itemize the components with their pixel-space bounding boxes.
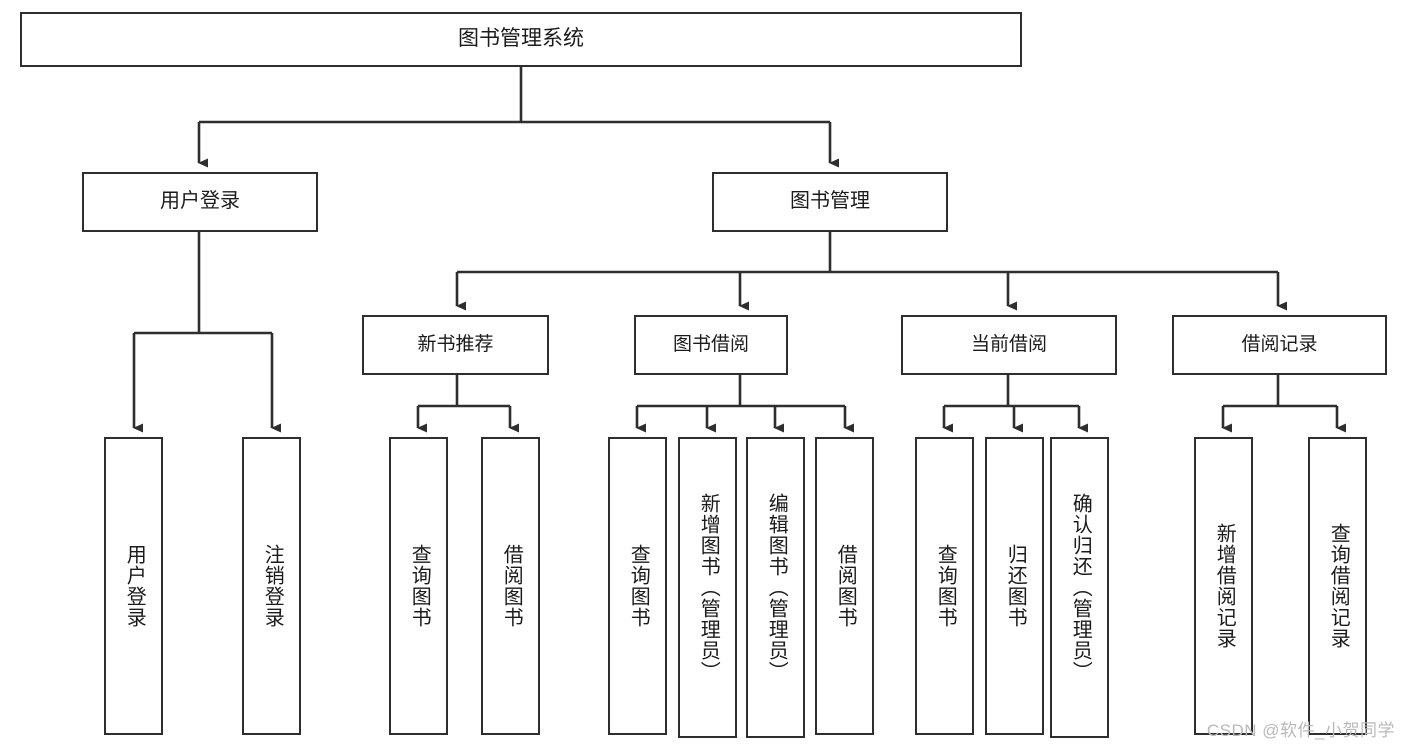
node-level1-0[interactable]: 用户登录 (82, 172, 318, 232)
node-leaf-1[interactable]: 注销登录 (242, 437, 301, 735)
node-leaf-0[interactable]: 用户登录 (104, 437, 163, 735)
node-level2-1[interactable]: 图书借阅 (634, 315, 788, 375)
node-label: 图书管理 (790, 190, 870, 213)
node-label: 确认归还（管理员） (1069, 493, 1092, 682)
node-label: 注销登录 (261, 544, 284, 628)
node-level2-0[interactable]: 新书推荐 (362, 315, 549, 375)
node-leaf-2[interactable]: 查询图书 (389, 437, 448, 735)
node-label: 用户登录 (160, 190, 240, 213)
node-leaf-11[interactable]: 新增借阅记录 (1194, 437, 1253, 735)
node-label: 查询借阅记录 (1327, 523, 1350, 649)
node-label: 当前借阅 (970, 333, 1047, 355)
node-leaf-12[interactable]: 查询借阅记录 (1308, 437, 1367, 735)
node-label: 借阅图书 (834, 544, 857, 628)
node-label: 查询图书 (627, 544, 650, 628)
node-label: 归还图书 (1004, 544, 1027, 628)
node-level2-2[interactable]: 当前借阅 (901, 315, 1117, 375)
node-leaf-4[interactable]: 查询图书 (608, 437, 667, 735)
node-leaf-6[interactable]: 编辑图书（管理员） (746, 437, 805, 738)
node-label: 借阅记录 (1241, 333, 1318, 355)
node-leaf-8[interactable]: 查询图书 (915, 437, 974, 735)
node-label: 图书管理系统 (458, 27, 584, 51)
node-label: 新增图书（管理员） (697, 493, 720, 682)
node-leaf-3[interactable]: 借阅图书 (481, 437, 540, 735)
node-label: 新书推荐 (417, 333, 494, 355)
node-label: 新增借阅记录 (1213, 523, 1236, 649)
node-label: 查询图书 (934, 544, 957, 628)
node-label: 用户登录 (123, 544, 146, 628)
node-level2-3[interactable]: 借阅记录 (1172, 315, 1387, 375)
node-root-system[interactable]: 图书管理系统 (20, 12, 1022, 67)
node-label: 借阅图书 (500, 544, 523, 628)
node-label: 查询图书 (408, 544, 431, 628)
node-level1-1[interactable]: 图书管理 (712, 172, 948, 232)
watermark-csdn: CSDN @软件_小贺同学 (1206, 721, 1395, 740)
node-label: 图书借阅 (672, 333, 749, 355)
node-leaf-10[interactable]: 确认归还（管理员） (1050, 437, 1109, 738)
node-leaf-7[interactable]: 借阅图书 (815, 437, 874, 735)
node-leaf-9[interactable]: 归还图书 (985, 437, 1044, 735)
node-label: 编辑图书（管理员） (765, 493, 788, 682)
node-leaf-5[interactable]: 新增图书（管理员） (678, 437, 737, 738)
